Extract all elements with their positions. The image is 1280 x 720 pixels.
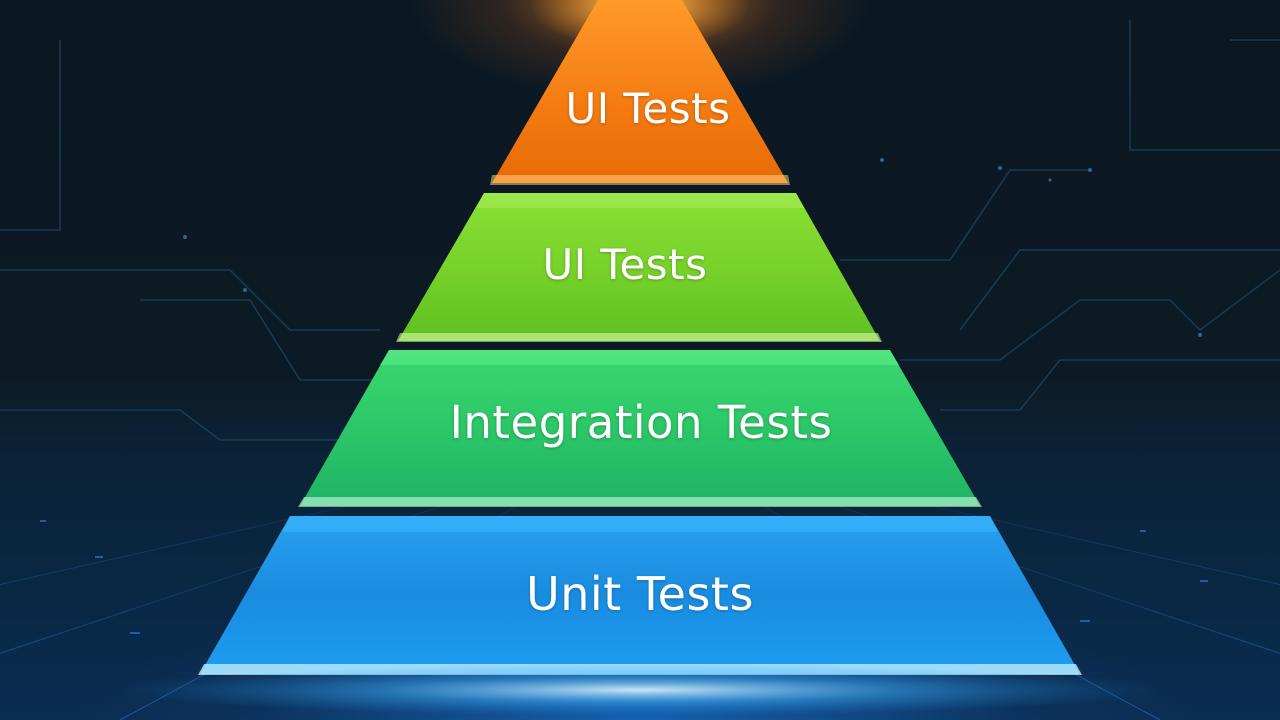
tier-label-third: Integration Tests bbox=[449, 396, 833, 449]
tier-label-second: UI Tests bbox=[542, 240, 708, 289]
tier-label-base: Unit Tests bbox=[526, 567, 754, 621]
tier-label-top: UI Tests bbox=[565, 84, 731, 133]
tier-top bbox=[490, 0, 790, 185]
tier-third bbox=[298, 350, 982, 507]
tier-second bbox=[396, 193, 882, 342]
